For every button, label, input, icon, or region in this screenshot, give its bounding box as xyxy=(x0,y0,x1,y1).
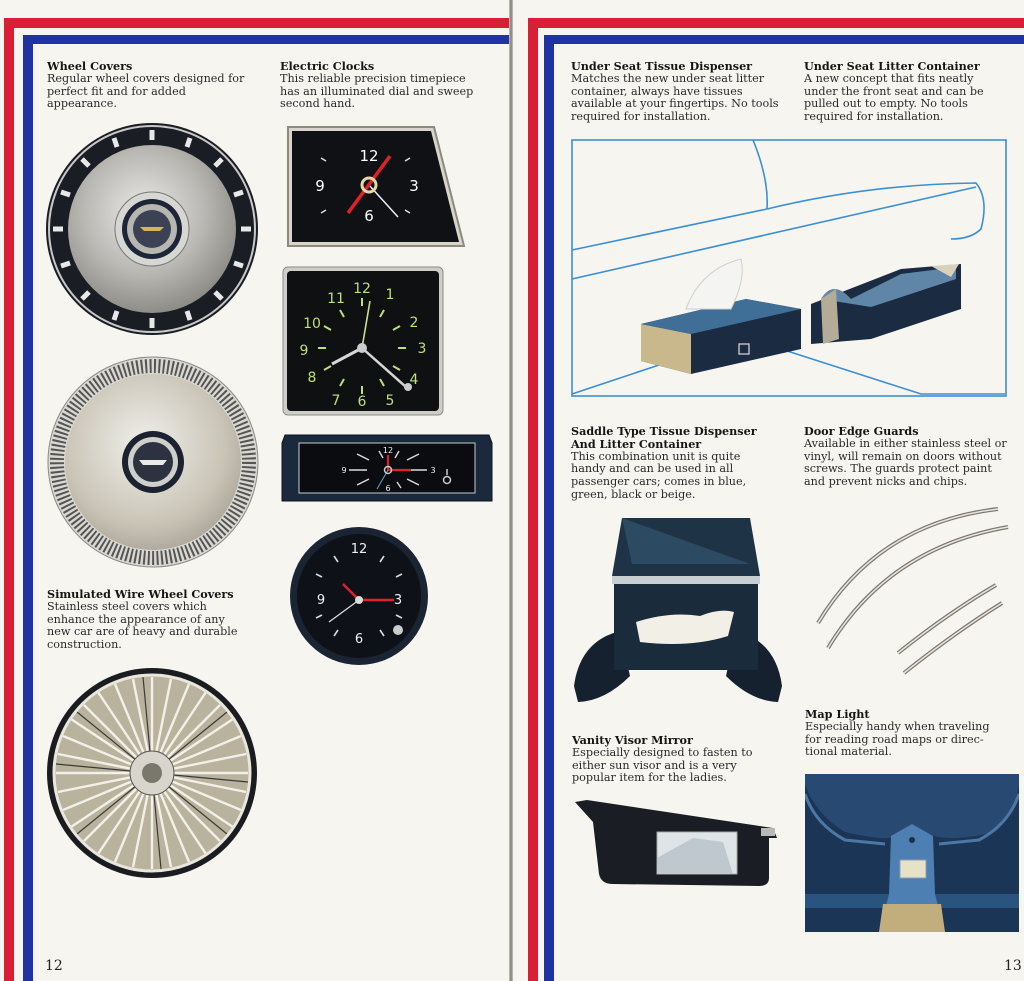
map-light-description: Especially handy when traveling for read… xyxy=(805,719,990,759)
clock-round-image: 12 3 6 9 xyxy=(289,526,429,666)
clock2-numeral-9: 9 xyxy=(300,343,309,359)
clock2-numeral-8: 8 xyxy=(308,370,317,386)
red-border-top xyxy=(528,18,1024,28)
blue-border-left xyxy=(23,35,33,981)
clock3-numeral-3: 3 xyxy=(430,466,435,475)
clock-rectangular-image: 12 3 6 9 xyxy=(281,433,493,503)
map-light-title: Map Light xyxy=(805,707,870,721)
electric-clocks-title: Electric Clocks xyxy=(280,59,375,73)
blue-border-top xyxy=(544,35,1024,44)
under-seat-diagram xyxy=(571,139,1007,397)
clock2-numeral-11: 11 xyxy=(327,291,345,307)
wire-wheel-covers-title: Simulated Wire Wheel Covers xyxy=(47,587,234,601)
tissue-dispenser-description: Matches the new under seat litter contai… xyxy=(571,71,779,124)
red-border-top xyxy=(4,18,511,28)
blue-border-left xyxy=(544,35,554,981)
wheel-cover-image-2 xyxy=(47,356,259,568)
vanity-visor-description: Especially designed to fasten to either … xyxy=(572,745,753,785)
saddle-dispenser-image xyxy=(570,516,786,706)
book-gutter xyxy=(509,0,513,981)
clock1-numeral-12: 12 xyxy=(359,147,378,165)
saddle-dispenser-title: Saddle Type Tissue Dispenser And Litter … xyxy=(571,424,757,451)
clock2-numeral-7: 7 xyxy=(332,393,341,409)
left-page: Wheel Covers Regular wheel covers design… xyxy=(0,0,511,981)
saddle-dispenser-description: This combination unit is quite handy and… xyxy=(571,449,747,501)
wheel-cover-image xyxy=(44,122,260,336)
clock4-numeral-12: 12 xyxy=(351,542,368,557)
vanity-visor-title: Vanity Visor Mirror xyxy=(572,733,693,747)
electric-clocks-description: This reliable precision timepiece has an… xyxy=(280,71,474,111)
clock4-numeral-9: 9 xyxy=(317,593,325,608)
door-edge-guards-title: Door Edge Guards xyxy=(804,424,919,438)
map-light-image xyxy=(805,774,1019,932)
litter-container-description: A new concept that fits neatly under the… xyxy=(804,71,984,124)
clock1-numeral-9: 9 xyxy=(315,177,325,195)
clock3-numeral-9: 9 xyxy=(341,466,346,475)
clock2-numeral-6: 6 xyxy=(358,394,367,410)
right-page: Under Seat Tissue Dispenser Matches the … xyxy=(513,0,1024,981)
clock-square-image: 12 1 2 3 4 5 6 7 8 9 10 11 xyxy=(282,266,444,416)
clock-trapezoid-image: 12 3 6 9 xyxy=(286,125,466,249)
clock2-numeral-2: 2 xyxy=(410,315,419,331)
wire-wheel-covers-text: Simulated Wire Wheel Covers Stainless st… xyxy=(47,588,272,652)
clock4-numeral-6: 6 xyxy=(355,632,363,647)
tissue-dispenser-text: Under Seat Tissue Dispenser Matches the … xyxy=(571,60,801,124)
litter-container-title: Under Seat Litter Container xyxy=(804,59,980,73)
blue-border-top xyxy=(23,35,511,44)
clock2-numeral-10: 10 xyxy=(303,316,321,332)
tissue-dispenser-title: Under Seat Tissue Dispenser xyxy=(571,59,753,73)
wire-wheel-cover-image xyxy=(45,667,259,879)
door-edge-guards-image xyxy=(808,503,1018,683)
door-edge-guards-text: Door Edge Guards Available in either sta… xyxy=(804,425,1024,489)
litter-container-text: Under Seat Litter Container A new concep… xyxy=(804,60,1024,124)
clock4-numeral-3: 3 xyxy=(394,593,402,608)
clock2-numeral-1: 1 xyxy=(386,287,395,303)
clock3-numeral-12: 12 xyxy=(383,446,393,455)
wire-wheel-covers-description: Stainless steel covers which enhance the… xyxy=(47,599,238,652)
map-light-text: Map Light Especially handy when travelin… xyxy=(805,708,1024,759)
clock1-numeral-3: 3 xyxy=(409,177,419,195)
page-number-left: 12 xyxy=(45,958,63,974)
clock2-numeral-5: 5 xyxy=(386,393,395,409)
clock2-numeral-3: 3 xyxy=(418,341,427,357)
wheel-covers-text: Wheel Covers Regular wheel covers design… xyxy=(47,60,272,111)
saddle-dispenser-text: Saddle Type Tissue Dispenser And Litter … xyxy=(571,425,801,502)
wheel-covers-title: Wheel Covers xyxy=(47,59,133,73)
clock3-numeral-6: 6 xyxy=(385,484,390,493)
electric-clocks-text: Electric Clocks This reliable precision … xyxy=(280,60,505,111)
wheel-covers-description: Regular wheel covers designed for perfec… xyxy=(47,71,245,111)
vanity-visor-image xyxy=(573,798,779,888)
clock2-numeral-12: 12 xyxy=(353,281,371,297)
page-number-right: 13 xyxy=(1004,958,1022,974)
door-edge-guards-description: Available in either stainless steel or v… xyxy=(804,436,1007,489)
clock1-numeral-6: 6 xyxy=(364,207,374,225)
red-border-left xyxy=(4,18,14,981)
vanity-visor-text: Vanity Visor Mirror Especially designed … xyxy=(572,734,802,785)
clock2-numeral-4: 4 xyxy=(410,372,419,388)
red-border-left xyxy=(528,18,538,981)
